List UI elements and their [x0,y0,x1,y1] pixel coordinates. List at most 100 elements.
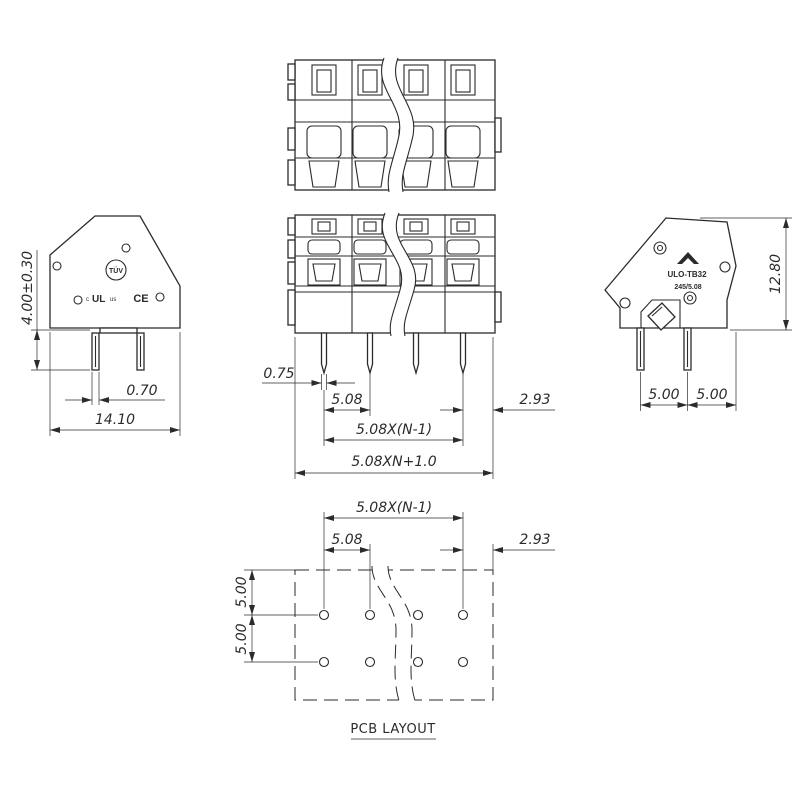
upper-right-tab [494,117,502,153]
clamp-housing [306,125,342,159]
ul-logo-prefix: c [86,297,89,303]
pcb-row-spacing-top-dimension: 5.00 [234,576,250,607]
clamp-cap [446,239,480,255]
pcb-pin-span-dimension: 5.08X(N-1) [356,500,432,516]
lower-left-tab [287,261,296,285]
top-window [311,218,337,235]
wire-entry-window [357,64,383,96]
wire-entry-window [311,64,337,96]
height-dimension: 12.80 [768,254,784,294]
pin-span-dimension: 5.08X(N-1) [356,422,432,438]
clamp-cap [307,239,341,255]
pcb-hole [412,609,424,621]
mounting-hole [683,291,697,305]
lever-window [307,258,341,286]
side-width-dimension: 14.10 [95,412,135,428]
ce-logo: CE [133,293,148,305]
lever-pocket [640,299,681,328]
break-line [381,212,403,337]
end-margin-dimension: 2.93 [519,392,550,408]
front-view-lower [287,212,502,376]
solder-pin [412,332,420,376]
left-side-view: TÜV c UL us CE [49,215,181,371]
top-window-slot [317,221,331,232]
top-window [403,218,429,235]
front-view-upper [287,57,502,193]
wire-entry-slot [408,69,424,93]
pcb-pitch-dimension: 5.08 [331,532,362,548]
ul-logo: c UL us [86,294,116,305]
brand-logo [677,252,699,264]
mounting-hole-inner [656,244,664,252]
top-window [450,218,476,235]
top-window-slot [456,221,470,232]
overall-length-dimension: 5.08XN+1.0 [351,454,436,470]
wire-entry-window [403,64,429,96]
brand-logo-mark [677,252,699,264]
lower-left-tab [287,239,296,259]
release-lever [400,160,432,188]
pcb-end-margin-dimension: 2.93 [519,532,550,548]
pcb-layout: 5.08X(N-1) 5.08 2.93 5.00 5.00 PCB LAYOU… [234,500,555,740]
break-gap [372,566,416,704]
wire-entry-slot [455,69,471,93]
break-line [395,57,415,193]
release-lever [354,160,386,188]
clamp-housing [445,125,481,159]
pin-spacing-left-dimension: 5.00 [648,387,679,403]
mounting-hole [653,241,667,255]
wire-entry-slot [362,69,378,93]
push-lever-edge [651,306,663,317]
lever-face [358,263,382,282]
solder-pin [459,332,467,376]
rating-label: 245/5.08 [674,284,701,291]
pin-width-dimension: 0.75 [263,366,294,382]
clamp-housing [352,125,388,159]
break-gap [381,58,414,192]
pcb-hole [457,656,469,668]
push-lever [647,302,676,331]
clamp-cap [353,239,387,255]
pcb-hole [457,609,469,621]
lever-face [451,263,475,282]
solder-pin [366,332,374,376]
upper-left-tab [287,63,296,81]
mounting-hole [619,297,631,309]
pin-spacing-right-dimension: 5.00 [696,387,727,403]
pcb-row-spacing-bottom-dimension: 5.00 [234,623,250,654]
break-line [381,57,401,193]
wire-entry-window [450,64,476,96]
upper-left-tab [287,83,296,101]
tuv-logo: TÜV [105,259,127,281]
mounting-hole [52,261,62,271]
break-line [371,565,401,705]
lever-window [446,258,480,286]
top-window-slot [409,221,423,232]
release-lever [308,160,340,188]
release-lever [447,160,479,188]
lever-window [399,258,433,286]
model-label: ULO-TB32 [667,270,707,279]
pcb-hole [364,609,376,621]
mounting-hole-inner [686,294,694,302]
pcb-hole [318,656,330,668]
break-line [395,212,417,337]
lever-window [353,258,387,286]
lower-right-tab [494,291,502,323]
lower-left-tab [287,217,296,236]
mounting-hole [121,243,131,253]
top-window-slot [363,221,377,232]
tuv-logo-text: TÜV [109,266,123,275]
solder-pin [320,332,328,376]
wire-entry-slot [316,69,332,93]
ul-logo-suffix: us [110,297,116,303]
pcb-layout-title: PCB LAYOUT [350,722,435,737]
lever-face [312,263,336,282]
mounting-hole [719,261,731,273]
base-bump [99,327,138,334]
ul-logo-text: UL [92,294,105,305]
pitch-dimension: 5.08 [331,392,362,408]
front-view-dimensions: 0.75 5.08 2.93 5.08X(N-1) 5.08XN+1.0 [262,337,555,479]
break-gap [382,213,416,336]
